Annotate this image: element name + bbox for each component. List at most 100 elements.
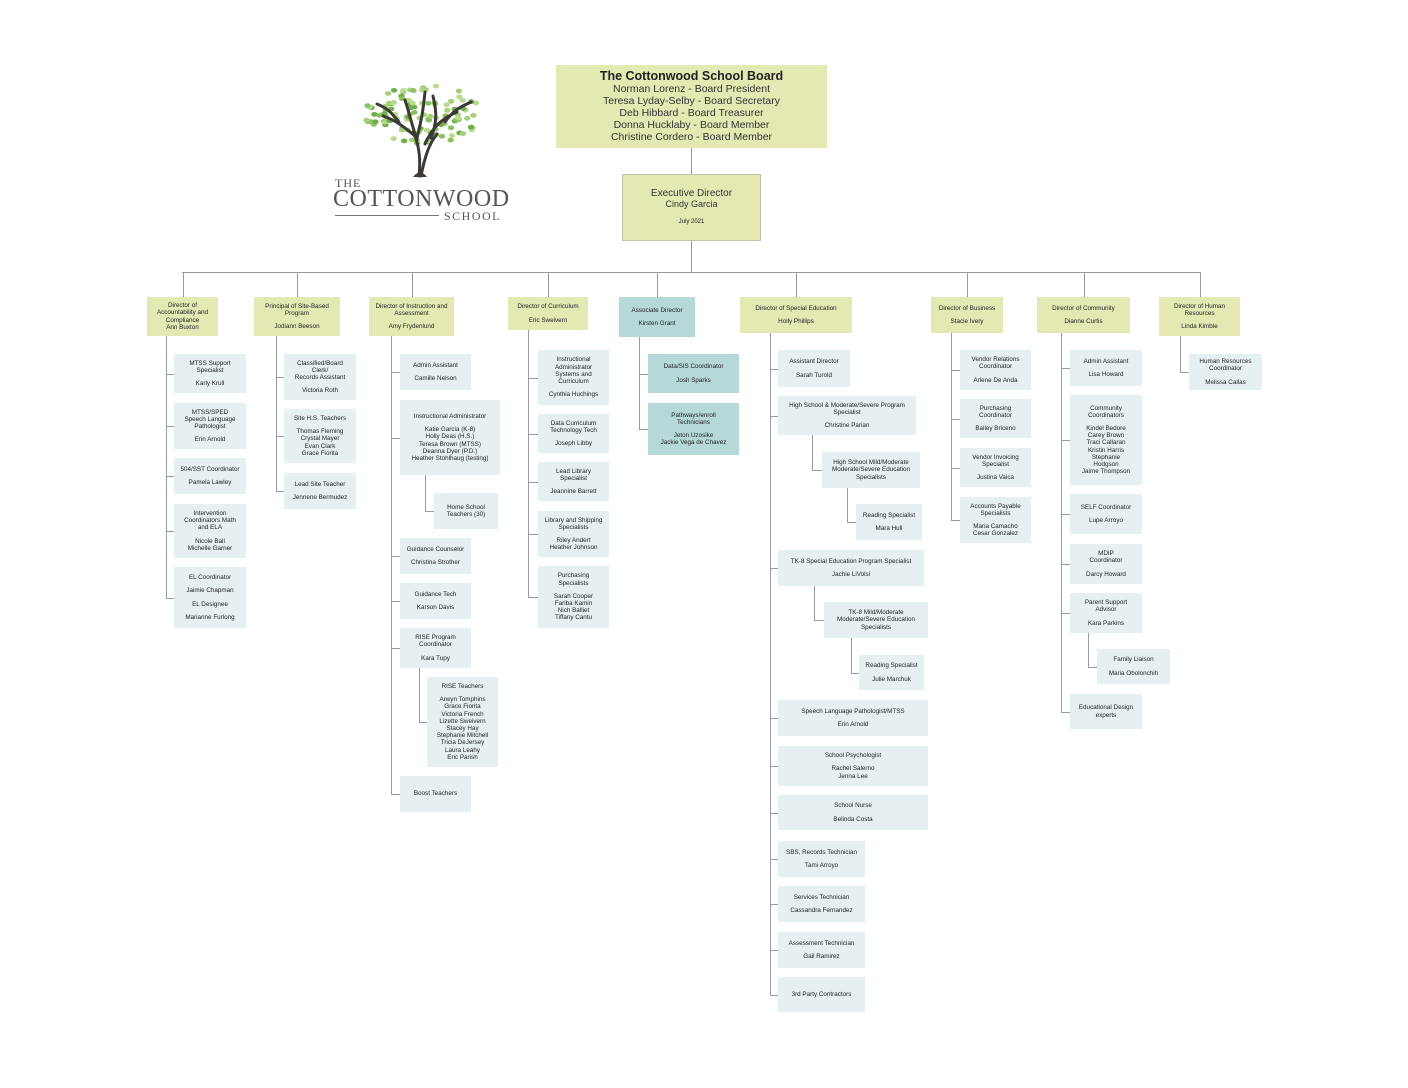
role-title: TK-8 Special Education Program Specialis… — [790, 557, 912, 565]
staff-names: Darcy Howard — [1086, 570, 1126, 578]
connector-line — [391, 648, 400, 649]
role-title: Lead Library Specialist — [555, 467, 591, 482]
role-title: Director of Curriculum — [517, 303, 579, 311]
role-title: School Nurse — [834, 802, 872, 810]
connector-line — [1180, 336, 1181, 372]
connector-line — [770, 904, 778, 905]
role-title: Guidance Tech — [414, 590, 457, 598]
staff-names: Linda Kimble — [1181, 323, 1218, 331]
connector-line — [1061, 368, 1070, 369]
connector-line — [391, 437, 400, 439]
staff-names: Lisa Howard — [1088, 371, 1124, 378]
connector-line — [391, 556, 400, 557]
role-title: TK-8 Mild/Moderate Moderate/Severe Educa… — [836, 609, 916, 631]
connector-line — [1200, 272, 1201, 297]
role-title: Data/SIS Coordinator — [663, 363, 724, 371]
connector-line — [951, 520, 960, 521]
connector-line — [528, 330, 529, 597]
role-title: Vendor Invoicing Specialist — [972, 453, 1019, 468]
staff-names: Victoria Roth — [302, 387, 338, 395]
connector-line — [166, 476, 174, 477]
connector-line — [951, 467, 960, 469]
role-title: Associate Director — [631, 306, 683, 314]
connector-line — [770, 718, 778, 719]
connector-line — [1061, 711, 1070, 713]
executive-title: Executive Director — [650, 188, 733, 199]
connector-line — [796, 272, 797, 297]
connector-line — [770, 994, 778, 996]
org-box-report: Home School Teachers (30) — [434, 493, 498, 529]
role-title: MDIP Coordinator — [1089, 550, 1123, 565]
staff-names: Katie Garcia (K-8) Holly Deas (H.S.) Ter… — [411, 426, 489, 462]
staff-names: Cynthia Huchings — [548, 391, 599, 399]
staff-names: Julie Marchuk — [872, 675, 911, 683]
connector-line — [166, 336, 167, 598]
staff-names: Joseph Libby — [554, 440, 593, 448]
role-title: Lead Site Teacher — [294, 480, 346, 488]
staff-names: Kara Tupy — [421, 654, 450, 662]
connector-line — [528, 534, 538, 535]
role-title: Director of Special Education — [755, 304, 837, 312]
role-title: Educational Design experts — [1078, 704, 1134, 719]
role-title: Intervention Coordinators Math and ELA — [184, 509, 236, 532]
department-head-box: Director of Accountability and Complianc… — [147, 297, 218, 336]
role-title: Director of Community — [1052, 304, 1115, 312]
role-title: Pathways/enroll Technicians — [671, 411, 716, 426]
logo-school-text: SCHOOL — [444, 209, 502, 223]
board-member: Donna Hucklaby - Board Member — [613, 119, 770, 131]
role-title: MTSS Support Specialist — [189, 359, 231, 374]
connector-line — [528, 481, 538, 483]
connector-line — [1061, 613, 1070, 614]
role-title: RISE Program Coordinator — [415, 634, 456, 649]
role-title: Home School Teachers (30) — [446, 503, 486, 518]
connector-line — [770, 568, 778, 569]
staff-names: Stacie Ivery — [950, 318, 984, 325]
staff-names: Sarah Cooper Fariba Kamin Nich Balliet T… — [553, 592, 594, 622]
role-title: Director of Human Resources — [1173, 302, 1226, 317]
connector-line — [166, 531, 174, 532]
role-title: 3rd Party Contractors — [791, 990, 852, 998]
board-member: Norman Lorenz - Board President — [613, 83, 770, 95]
connector-line — [391, 601, 400, 602]
connector-line — [770, 812, 778, 814]
role-title: Admin Assistant — [413, 361, 458, 369]
logo-the-text: THE — [335, 176, 362, 190]
org-box-report: High School Mild/Moderate Moderate/Sever… — [822, 452, 920, 488]
role-title: Instructional Administrator Systems and … — [554, 356, 593, 386]
role-title: Assessment Technician — [788, 939, 855, 947]
executive-director-box: Executive Director Cindy Garcia July 202… — [622, 174, 761, 241]
connector-line — [1061, 333, 1062, 712]
staff-names: Bailey Briceno — [975, 425, 1016, 433]
staff-names: Josh Sparks — [676, 376, 711, 384]
connector-line — [419, 722, 427, 723]
connector-line — [419, 668, 420, 722]
org-box-report: TK-8 Mild/Moderate Moderate/Severe Educa… — [824, 602, 928, 638]
connector-line — [951, 418, 960, 420]
school-board-box: The Cottonwood School Board Norman Loren… — [556, 65, 827, 148]
connector-line — [851, 672, 859, 674]
staff-names: Gail Ramirez — [803, 953, 840, 960]
connector-line — [166, 426, 174, 427]
staff-names: EL Designee — [192, 600, 228, 608]
staff-names: Dianne Curtis — [1064, 318, 1103, 325]
role-title: Purchasing Specialists — [557, 572, 590, 587]
board-member: Christine Cordero - Board Member — [610, 131, 773, 143]
staff-names: Tami Arroyo — [804, 862, 839, 869]
connector-line — [691, 241, 692, 272]
connector-line — [770, 368, 778, 370]
connector-line — [812, 435, 813, 470]
connector-line — [276, 336, 277, 491]
connector-line — [847, 522, 856, 523]
connector-line — [391, 372, 400, 373]
staff-names: Holly Phillips — [778, 318, 814, 325]
